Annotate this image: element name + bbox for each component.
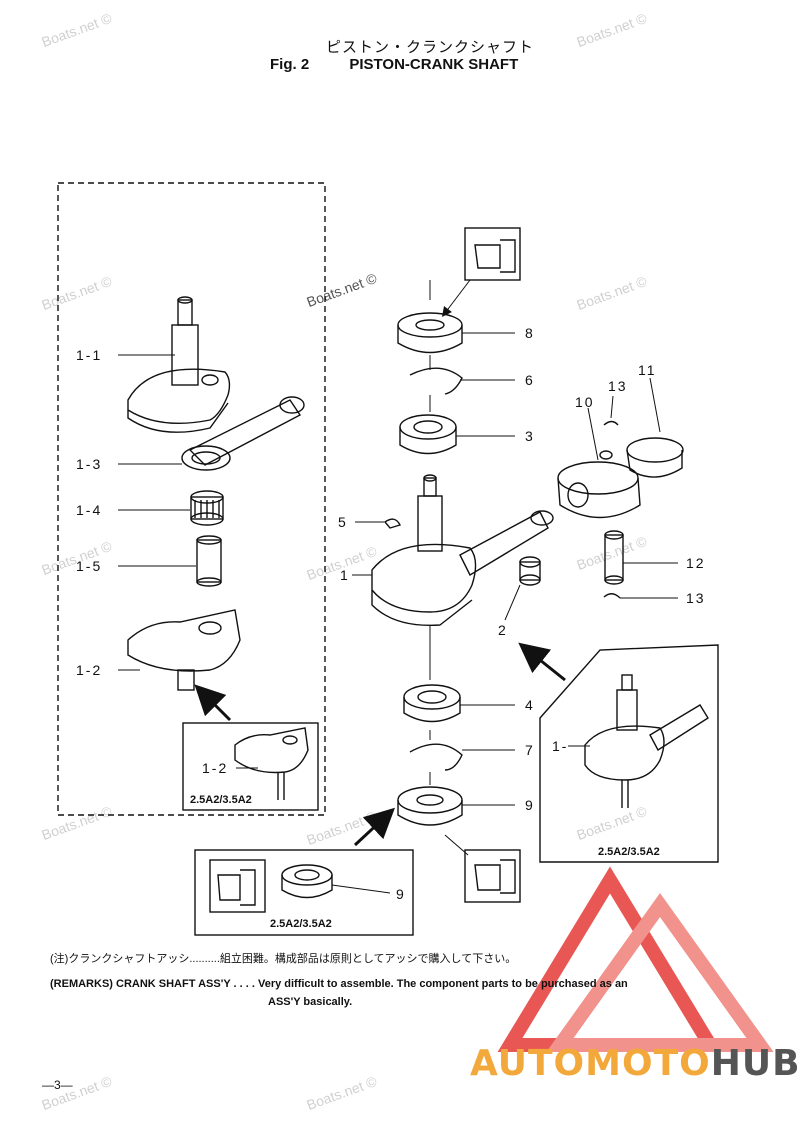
label-1-3: 1-3 <box>76 456 103 472</box>
remarks-jp-text: 組立困難。構成部品は原則としてアッシで購入して下さい。 <box>219 953 517 965</box>
label-10: 10 <box>575 394 595 410</box>
label-5: 5 <box>338 514 348 530</box>
variant-label: 2.5A2/3.5A2 <box>270 918 332 930</box>
brand-wordmark: AUTOMOTOHUB <box>470 1043 800 1084</box>
label-13-bottom: 13 <box>686 590 706 606</box>
piston <box>557 450 641 519</box>
inset-crankshaft <box>584 674 709 808</box>
oil-seal-lower <box>397 786 463 826</box>
brand-part1: AUTOMOTO <box>470 1043 711 1084</box>
label-11: 11 <box>638 362 657 378</box>
variant-label: 2.5A2/3.5A2 <box>598 846 660 858</box>
label-1-4: 1-4 <box>76 502 103 518</box>
label-2: 2 <box>498 622 508 638</box>
label-12: 12 <box>686 555 706 571</box>
brand-part2: HUB <box>710 1043 800 1084</box>
label-7: 7 <box>525 742 535 758</box>
label-9: 9 <box>525 797 535 813</box>
remarks-en-head: (REMARKS) CRANK SHAFT ASS'Y . . . . <box>50 978 255 990</box>
remarks-en-text: Very difficult to assemble. The componen… <box>257 978 628 990</box>
page-number: —3— <box>42 1078 73 1092</box>
needle-bearing-small <box>190 490 224 526</box>
remarks-japanese: (注)クランクシャフトアッシ..........組立困難。構成部品は原則としてア… <box>50 950 516 966</box>
ball-bearing-upper <box>399 414 457 455</box>
crank-pin <box>196 535 222 587</box>
label-1-5: 1-5 <box>76 558 103 574</box>
label-6: 6 <box>525 372 535 388</box>
piston-pin <box>604 530 624 585</box>
oil-seal-top <box>397 312 463 354</box>
remarks-en-line2: ASS'Y basically. <box>268 996 352 1008</box>
crankshaft-lower-half <box>127 609 241 691</box>
label-4: 4 <box>525 697 535 713</box>
piston-rings <box>626 437 684 478</box>
inset-box-1-2 <box>182 722 319 811</box>
inset-ball-bearing <box>281 864 333 899</box>
crankshaft-assembly <box>371 474 554 627</box>
assembly-group-box <box>57 182 326 816</box>
label-9-inset: 9 <box>396 886 406 902</box>
title-japanese: ピストン・クランクシャフト <box>325 39 534 56</box>
piston-pin-clip-upper <box>603 420 619 426</box>
variant-label: 2.5A2/3.5A2 <box>190 794 252 806</box>
ball-bearing-lower <box>403 684 461 723</box>
label-1-1: 1-1 <box>76 347 103 363</box>
automotohub-logo <box>497 866 774 1052</box>
remarks-en-text2: ASS'Y basically. <box>268 996 353 1008</box>
snap-ring-upper <box>409 367 463 395</box>
snap-ring-lower <box>409 743 463 771</box>
remarks-english: (REMARKS) CRANK SHAFT ASS'Y . . . . Very… <box>50 978 690 990</box>
woodruff-key <box>383 518 401 529</box>
label-13-top: 13 <box>608 378 628 394</box>
crankshaft-upper-half <box>127 296 231 433</box>
label-1-inset: 1- <box>552 738 569 754</box>
title-english: Fig. 2 PISTON-CRANK SHAFT <box>270 56 518 73</box>
piston-pin-clip-lower <box>603 593 621 599</box>
label-1-2: 1-2 <box>76 662 103 678</box>
inset-crank-lower <box>234 727 309 800</box>
seal-detail-inset-top <box>464 227 521 281</box>
label-3: 3 <box>525 428 535 444</box>
remarks-jp-head: (注)クランクシャフトアッシ.......... <box>50 953 220 965</box>
label-8: 8 <box>525 325 535 341</box>
label-1-2-inset: 1-2 <box>202 760 229 776</box>
seal-detail-inset-lower <box>464 849 521 903</box>
needle-bearing <box>519 556 541 586</box>
inset-box-bearing-variant <box>194 849 414 936</box>
connecting-rod <box>181 396 305 471</box>
figure-title: PISTON-CRANK SHAFT <box>349 56 519 73</box>
figure-number: Fig. 2 <box>270 56 310 73</box>
label-1: 1 <box>340 567 350 583</box>
inset-box-crankshaft-variant <box>539 644 719 863</box>
